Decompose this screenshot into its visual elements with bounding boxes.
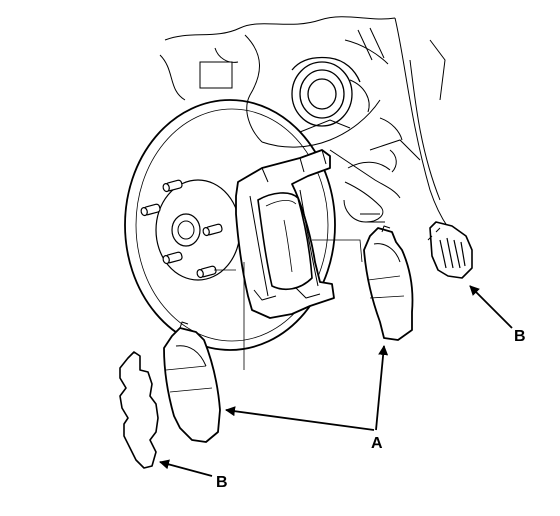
- callout-label-a: A: [371, 435, 383, 452]
- inner-pad-installed: [257, 192, 313, 291]
- steering-knuckle: [159, 16, 471, 251]
- brake-pad-left: [163, 321, 221, 443]
- brake-pad-right: [363, 225, 414, 341]
- callout-label-b-right: B: [514, 328, 526, 345]
- leader-lines: [214, 239, 363, 370]
- wheel-studs: [140, 179, 223, 279]
- callout-label-b-left: B: [216, 474, 228, 491]
- hub-bearing: [291, 56, 361, 127]
- shim-left: [119, 351, 159, 469]
- shim-right: [427, 221, 473, 279]
- callout-arrows: [159, 285, 513, 477]
